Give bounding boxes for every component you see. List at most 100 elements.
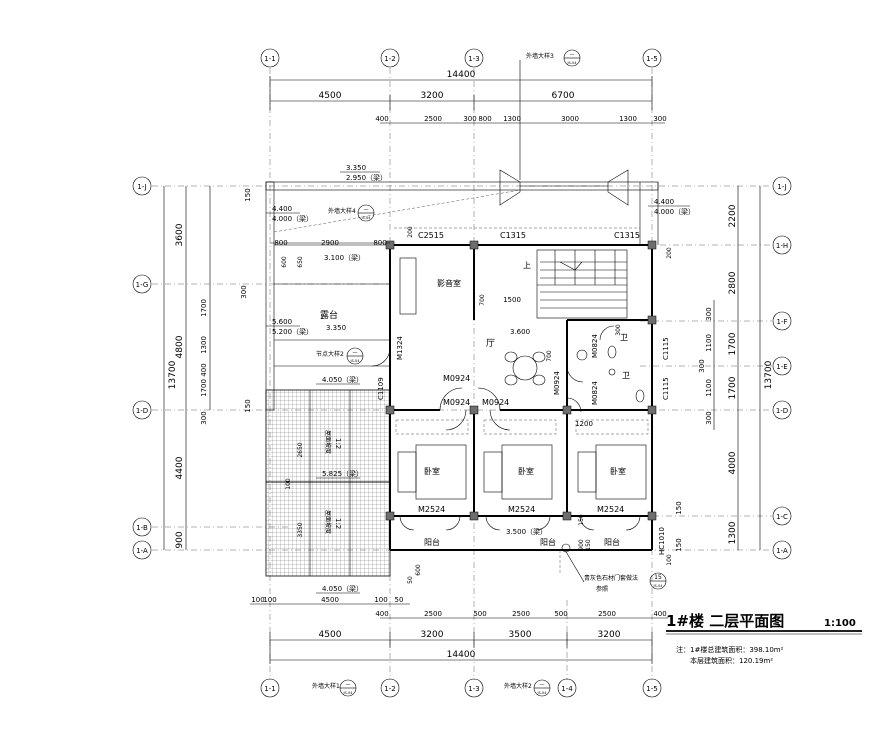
elev-2950: 2.950（梁） bbox=[346, 173, 387, 182]
door-m0824-a: M0824 bbox=[591, 334, 599, 358]
dim-right-inner-2: 1100 bbox=[705, 334, 713, 352]
roof-slope-ratio-1: 1:2 bbox=[334, 438, 342, 449]
dim-left-outer-4: 900 bbox=[175, 531, 185, 548]
note-prefix: 注： bbox=[676, 645, 690, 654]
roof-ridge bbox=[499, 169, 629, 206]
elev-3500: 3.500（梁） bbox=[506, 527, 547, 536]
elev-3350-b: 3.350 bbox=[326, 324, 346, 332]
hall-furniture bbox=[399, 257, 546, 386]
dim-bot-detail-6: 400 bbox=[375, 610, 388, 618]
room-bedroom-3: 卧室 bbox=[610, 466, 626, 476]
axis-top-1-1: 1-1 bbox=[264, 55, 275, 63]
dim-top-mid-1: 4500 bbox=[319, 91, 342, 101]
dim-inner-h-5: 1200 bbox=[575, 420, 593, 428]
dim-right-outer-3: 1700 bbox=[728, 332, 738, 355]
door-m0824-b: M0824 bbox=[591, 381, 599, 405]
callout-ref-3: JS-04 bbox=[567, 61, 578, 65]
axis-top-1-2: 1-2 bbox=[384, 55, 395, 63]
dim-left-outer-1: 3600 bbox=[175, 223, 185, 246]
dim-inner-v-4: 650 bbox=[297, 256, 304, 268]
dim-inner-v-5: 300 bbox=[615, 324, 622, 336]
axis-left-1-D: 1-D bbox=[136, 407, 148, 415]
callout-dash-3: — bbox=[570, 52, 575, 58]
callout-stone-note-b: 参照 bbox=[596, 585, 608, 593]
roof-slope-ratio-2: 1:2 bbox=[334, 518, 342, 529]
axis-bubbles-top: 1-1 1-2 1-3 1-5 bbox=[260, 48, 662, 68]
axis-bottom-1-1: 1-1 bbox=[264, 685, 275, 693]
dim-bot-mid-4: 3200 bbox=[598, 630, 621, 640]
stair-up-label: 上 bbox=[523, 261, 531, 270]
axis-bottom-1-3: 1-3 bbox=[468, 685, 479, 693]
callout-wall-detail-4: 外墙大样4 bbox=[328, 207, 356, 215]
elev-5600: 5.600 bbox=[272, 318, 292, 326]
staircase bbox=[536, 249, 628, 319]
room-wc-1: 卫 bbox=[620, 333, 628, 342]
note-floor-area: 本层建筑面积：120.19m² bbox=[690, 656, 773, 665]
elev-3100: 3.100（梁） bbox=[324, 253, 365, 262]
room-bedroom-1: 卧室 bbox=[424, 466, 440, 476]
dim-right-inner-1: 300 bbox=[705, 307, 713, 320]
left-dimensions: 13700 3600 4800 4400 900 150 300 1700 13… bbox=[163, 186, 252, 550]
note-total-area: 1#楼总建筑面积：398.10m² bbox=[690, 645, 784, 654]
door-m0924-d: M0924 bbox=[553, 371, 561, 395]
dim-bot-detail-10: 500 bbox=[554, 610, 567, 618]
dim-top-mid-2: 3200 bbox=[421, 91, 444, 101]
axis-left-1-J: 1-J bbox=[137, 183, 146, 191]
axis-right-1-D: 1-D bbox=[776, 407, 788, 415]
axis-bottom-1-4: 1-4 bbox=[561, 685, 573, 693]
window-hc1010: HC1010 bbox=[658, 527, 666, 555]
dim-bot-mid-2: 3200 bbox=[421, 630, 444, 640]
door-m2524-b: M2524 bbox=[508, 505, 535, 514]
room-balcony-2: 阳台 bbox=[540, 537, 556, 547]
dim-inner-v-11: 600 bbox=[415, 564, 422, 576]
dim-left-inner-2: 300 bbox=[240, 285, 248, 298]
dim-right-outer-4: 1700 bbox=[728, 376, 738, 399]
dim-bot-total: 14400 bbox=[447, 650, 476, 660]
callout-ref-2: JS-04 bbox=[537, 691, 548, 695]
dim-left-inner-3: 1700 bbox=[200, 299, 208, 317]
wc-fixtures bbox=[576, 345, 645, 403]
window-c1115-b: C1115 bbox=[662, 377, 670, 400]
callout-wall-detail-1: 外墙大样1 bbox=[312, 682, 340, 690]
window-c2515: C2515 bbox=[418, 231, 444, 240]
opening-labels: C2515 C1315 C1315 M1324 M0924 M0924 M092… bbox=[377, 231, 670, 555]
dim-right-total: 13700 bbox=[764, 360, 774, 389]
detail-callouts: 外墙大样3 JS-04 — 外墙大样4 JS-04 — 节点大样2 JS-04 … bbox=[312, 49, 667, 697]
dim-left-inner-7: 300 bbox=[200, 411, 208, 424]
dim-right-inner-4: 300 bbox=[705, 411, 713, 424]
top-dimensions: 14400 4500 3200 6700 400 2500 300 800 13… bbox=[269, 70, 667, 124]
axis-bottom-1-2: 1-2 bbox=[384, 685, 395, 693]
dim-inner-v-12: 50 bbox=[407, 576, 414, 584]
window-c1109: C1109 bbox=[377, 377, 385, 400]
dim-top-mid-3: 6700 bbox=[552, 91, 575, 101]
elev-4400: 4.400 bbox=[272, 205, 292, 213]
window-c1315-b: C1315 bbox=[614, 231, 640, 240]
drawing-scale: 1:100 bbox=[824, 618, 856, 629]
callout-ref-15: JS-04 bbox=[653, 584, 664, 588]
dim-top-detail-6: 3000 bbox=[561, 115, 579, 123]
callout-ref-e2: JS-04 bbox=[350, 359, 361, 363]
dim-inner-v-1: 200 bbox=[407, 226, 414, 238]
axis-bubbles-bottom: 1-1 1-2 1-3 1-4 1-5 bbox=[260, 678, 662, 698]
axis-left-1-B: 1-B bbox=[136, 524, 148, 532]
door-swings bbox=[371, 325, 641, 531]
dim-left-inner-1: 150 bbox=[244, 188, 252, 201]
axis-right-1-J: 1-J bbox=[777, 183, 786, 191]
dim-left-inner-8: 150 bbox=[244, 399, 252, 412]
door-m2524-c: M2524 bbox=[597, 505, 624, 514]
dim-right-outer-1: 2200 bbox=[728, 204, 738, 227]
door-m0924-a: M0924 bbox=[443, 374, 470, 383]
door-m2524-a: M2524 bbox=[418, 505, 445, 514]
elev-3350: 3.350 bbox=[346, 164, 366, 172]
dim-top-detail-5: 1300 bbox=[503, 115, 521, 123]
axis-bottom-1-5: 1-5 bbox=[646, 685, 657, 693]
door-m0924-b: M0924 bbox=[443, 398, 470, 407]
callout-stone-note: 青灰色石材门套做法 bbox=[584, 574, 638, 582]
dim-inner-v-14: 100 bbox=[666, 554, 673, 566]
dim-bot-detail-9: 2500 bbox=[512, 610, 530, 618]
dim-bot-detail-3: 4500 bbox=[321, 596, 339, 604]
dim-inner-h-4: 1500 bbox=[503, 296, 521, 304]
dim-top-detail-7: 1300 bbox=[619, 115, 637, 123]
columns bbox=[385, 240, 657, 521]
axis-right-1-C: 1-C bbox=[776, 513, 788, 521]
